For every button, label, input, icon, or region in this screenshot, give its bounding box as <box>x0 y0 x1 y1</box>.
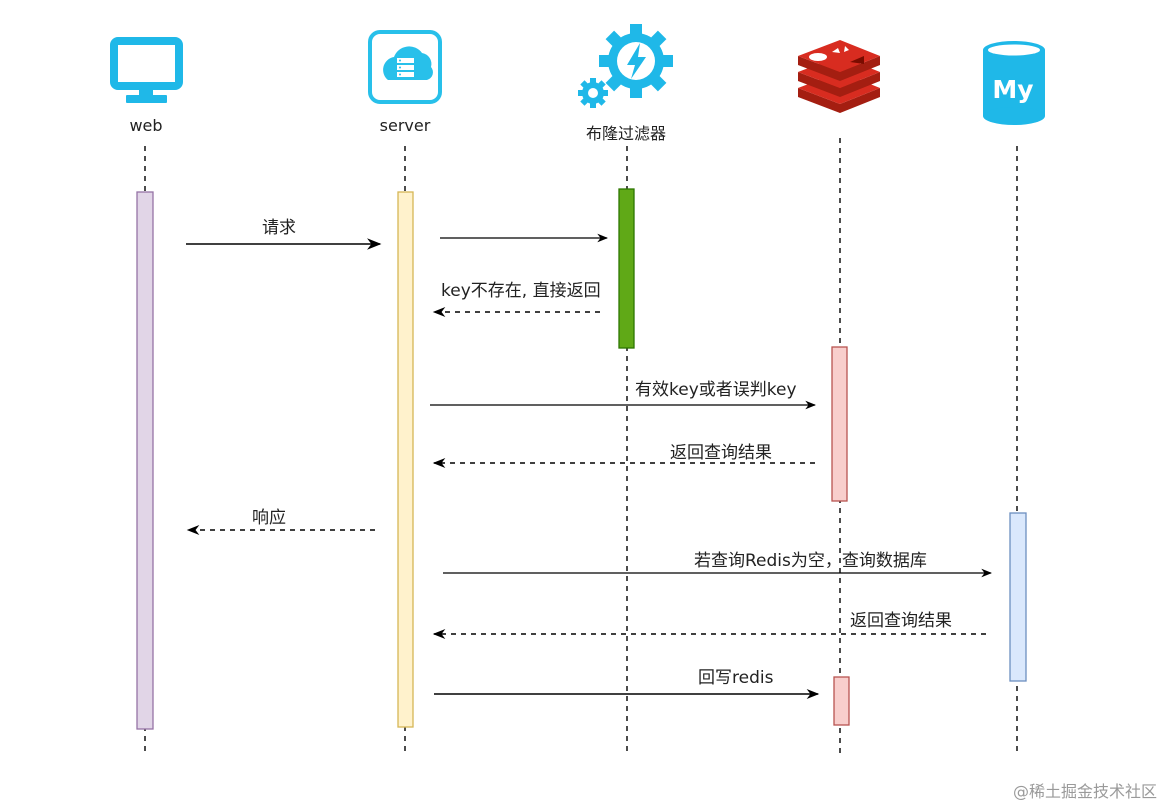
message-label-redis-return: 返回查询结果 <box>670 443 772 463</box>
actor-label-web: web <box>129 116 163 135</box>
message-label-db-return: 返回查询结果 <box>850 611 952 631</box>
activation-server <box>397 191 414 728</box>
svg-text:My: My <box>992 75 1033 104</box>
activation-redis-1 <box>831 346 848 502</box>
watermark: @稀土掘金技术社区 <box>1012 782 1157 801</box>
message-label-key-missing: key不存在, 直接返回 <box>441 281 601 301</box>
monitor-icon <box>110 37 183 103</box>
message-label-query-db: 若查询Redis为空，查询数据库 <box>694 551 927 571</box>
message-label-write-back: 回写redis <box>698 668 774 688</box>
message-label-valid-key: 有效key或者误判key <box>635 380 797 400</box>
activation-web <box>136 191 154 730</box>
activation-bloom <box>618 188 635 349</box>
actor-label-bloom: 布隆过滤器 <box>585 124 667 143</box>
activation-mysql <box>1009 512 1027 682</box>
redis-icon <box>798 40 880 113</box>
activation-redis-2 <box>833 676 850 726</box>
cloud-server-icon <box>368 30 442 104</box>
gear-lightning-icon <box>578 24 673 108</box>
mysql-icon: My <box>983 41 1045 125</box>
message-label-request: 请求 <box>262 218 296 238</box>
actor-label-server: server <box>379 116 431 135</box>
message-label-response: 响应 <box>252 508 286 528</box>
